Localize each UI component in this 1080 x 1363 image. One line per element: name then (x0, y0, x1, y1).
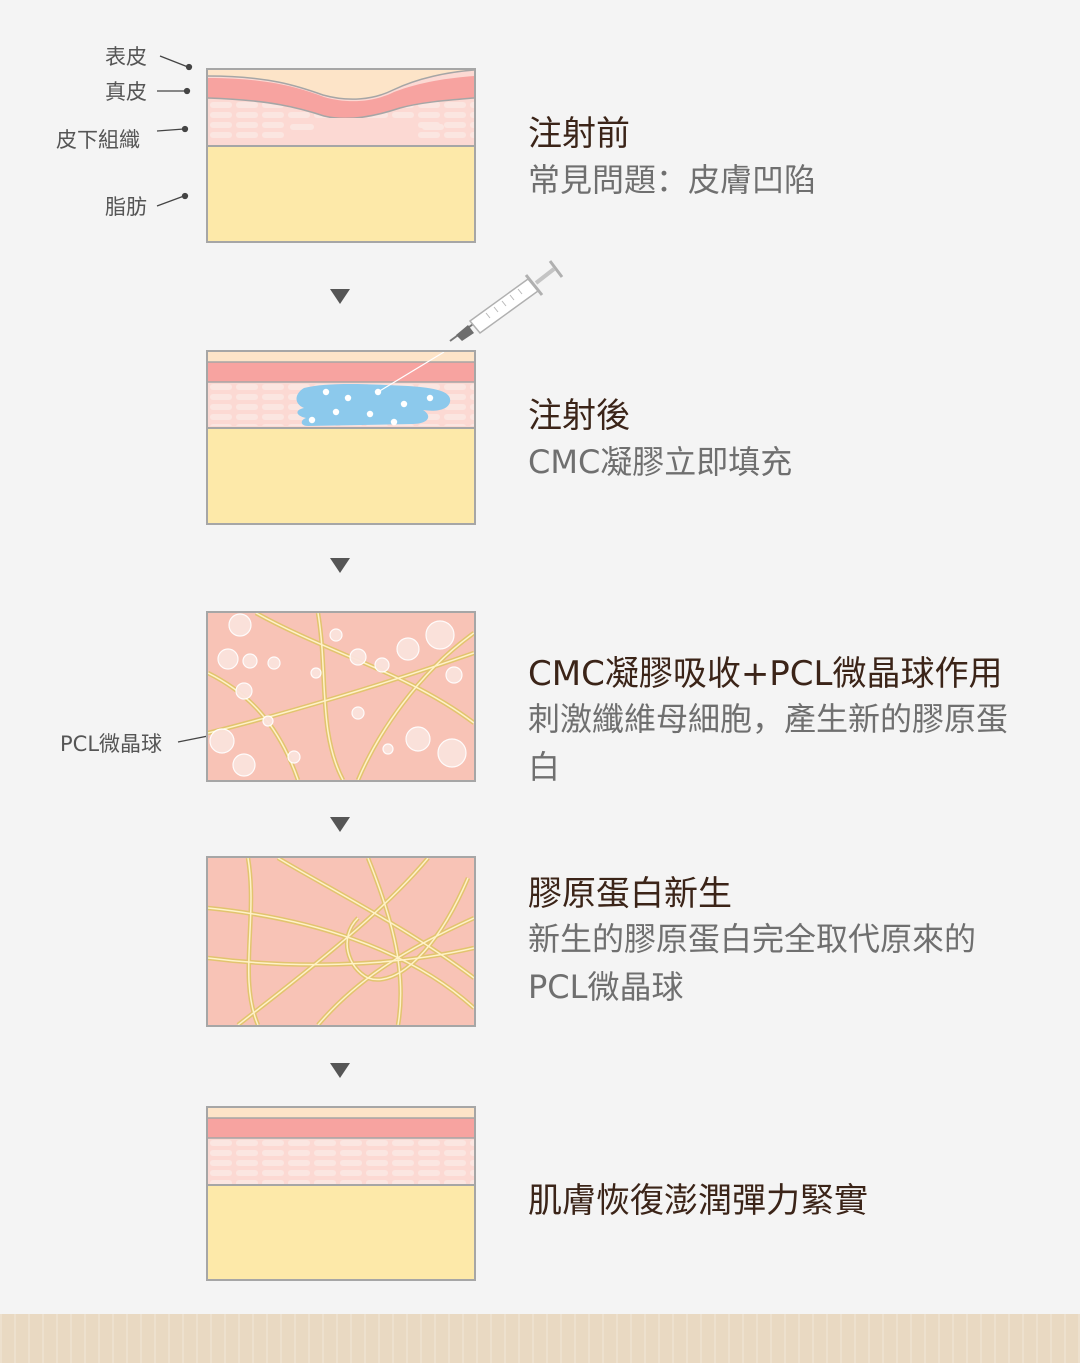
label-dermis: 真皮 (105, 80, 147, 104)
syringe-icon (449, 260, 564, 342)
down-arrow-icon (330, 1063, 350, 1078)
label-pcl: PCL微晶球 (60, 732, 163, 756)
down-arrow-icon (330, 817, 350, 832)
step-2-title: 注射後 (528, 396, 630, 436)
step-3-title: CMC凝膠吸收+PCL微晶球作用 (528, 654, 1003, 694)
diagram-after-injection (206, 350, 476, 525)
diagram-pcl-microspheres (206, 611, 476, 782)
label-epidermis: 表皮 (105, 45, 147, 69)
diagram-new-collagen (206, 856, 476, 1027)
label-subcutaneous: 皮下組織 (56, 128, 140, 152)
step-1-title: 注射前 (528, 114, 630, 154)
label-leader-lines (156, 55, 218, 743)
down-arrow-icon (330, 289, 350, 304)
step-1-desc: 常見問題：皮膚凹陷 (528, 161, 817, 199)
step-4-title: 膠原蛋白新生 (528, 874, 732, 914)
down-arrow-icon (330, 558, 350, 573)
step-3-desc: 刺激纖維母細胞，產生新的膠原蛋白 (528, 700, 1009, 786)
step-4-desc: 新生的膠原蛋白完全取代原來的PCL微晶球 (528, 920, 977, 1006)
step-2-desc: CMC凝膠立即填充 (528, 443, 793, 481)
step-5-title: 肌膚恢復澎潤彈力緊實 (528, 1181, 868, 1221)
diagram-before-injection (206, 68, 476, 243)
diagram-restored-skin (206, 1106, 476, 1281)
label-fat: 脂肪 (105, 195, 147, 219)
footer-band (0, 1314, 1080, 1363)
